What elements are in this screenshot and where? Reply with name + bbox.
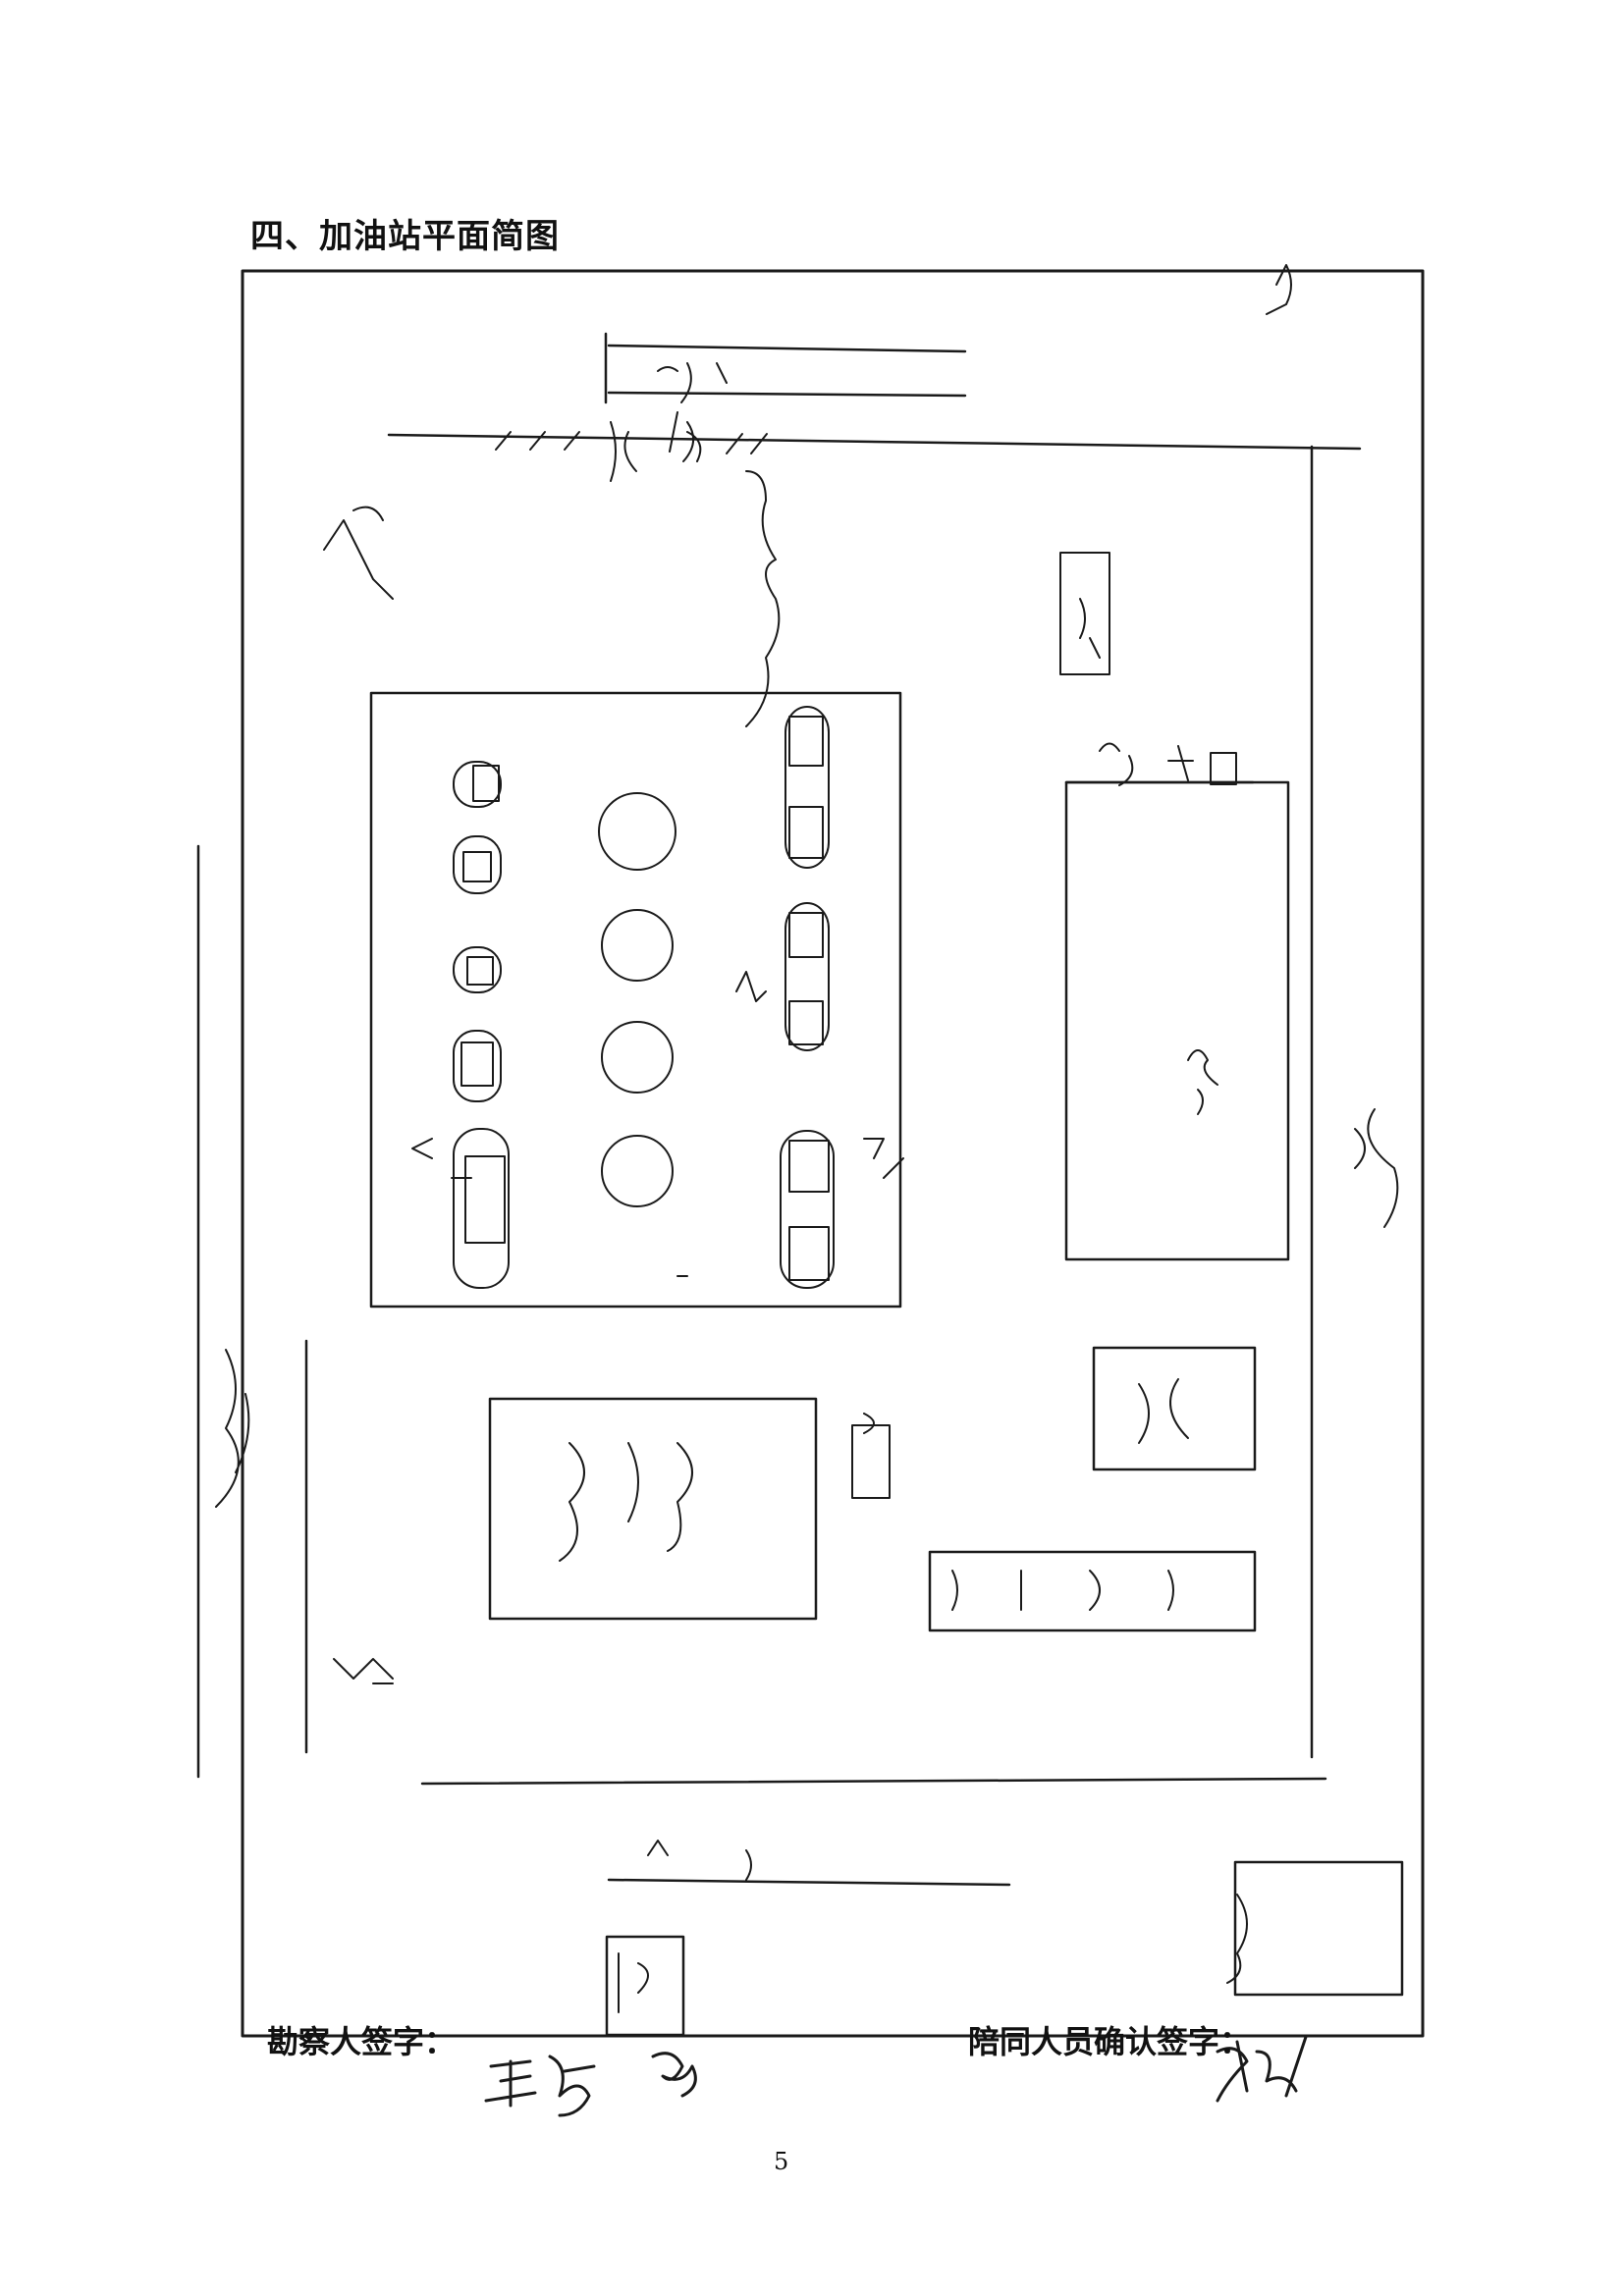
middle-dispensers — [598, 792, 676, 1207]
canopy-area — [369, 691, 902, 1308]
road-ticks — [495, 431, 768, 454]
handwritten-inspector-signature — [484, 2052, 697, 2117]
left-dispensers — [453, 761, 510, 1289]
inspector-signature-label: 勘察人签字： — [267, 2023, 457, 2060]
companion-signature-label: 陪同人员确认签字： — [968, 2023, 1252, 2060]
small-box-upper — [1059, 552, 1110, 675]
outer-frame — [241, 269, 1425, 2038]
small-box-middle — [851, 1424, 891, 1499]
bottom-right-box — [1233, 1860, 1404, 1997]
lower-left-building — [488, 1397, 818, 1621]
handwritten-site-sketch — [215, 264, 1399, 2013]
top-road-lines — [196, 332, 1362, 1887]
station-building — [1064, 780, 1290, 1261]
page-number: 5 — [774, 2148, 789, 2175]
right-dispensers — [780, 706, 835, 1289]
bottom-left-box — [605, 1935, 685, 2037]
lower-right-box-a — [1092, 1346, 1257, 1471]
small-box-tag — [1210, 752, 1237, 785]
lower-right-box-b — [928, 1550, 1257, 1632]
page-title: 四、加油站平面简图 — [250, 217, 560, 256]
handwritten-companion-signature — [1216, 2035, 1308, 2103]
